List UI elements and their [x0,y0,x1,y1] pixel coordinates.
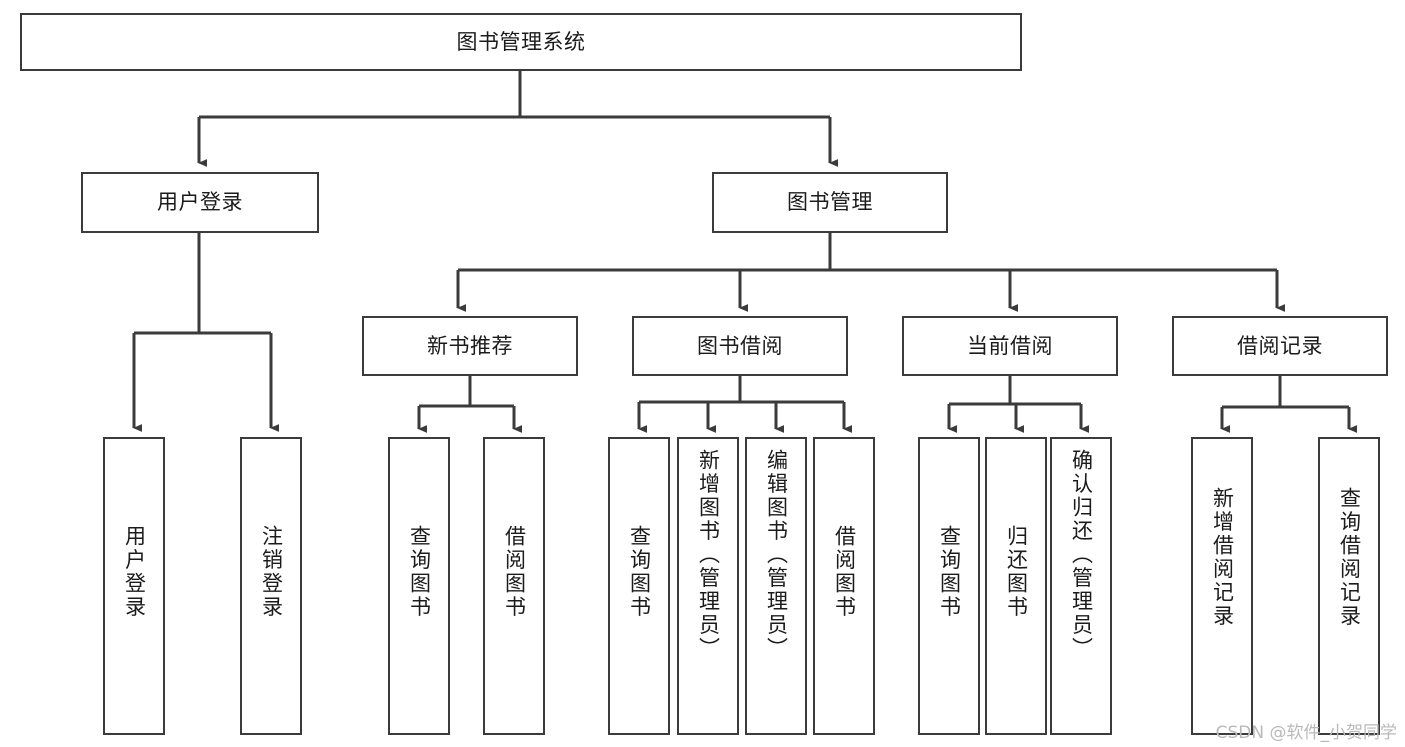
node-label: 查询借阅记录 [1337,487,1362,628]
node-leaf-user-login[interactable]: 用户登录 [103,437,165,735]
node-label: 新增借阅记录 [1210,487,1235,628]
node-new-book-recommend[interactable]: 新书推荐 [362,316,578,376]
node-leaf-query-book-3[interactable]: 查询图书 [918,437,980,735]
node-leaf-add-borrow-record[interactable]: 新增借阅记录 [1191,437,1253,735]
node-label: 图书管理 [787,190,873,215]
node-label: 用户登录 [157,190,243,215]
node-leaf-query-book-1[interactable]: 查询图书 [388,437,450,735]
node-label: 借阅图书 [832,525,857,619]
node-label: 新增图书（管理员） [696,449,721,661]
node-leaf-logout-login[interactable]: 注销登录 [240,437,302,735]
node-book-management-system[interactable]: 图书管理系统 [20,13,1022,71]
node-leaf-edit-book-admin[interactable]: 编辑图书（管理员） [745,437,807,735]
node-leaf-borrow-book-1[interactable]: 借阅图书 [483,437,545,735]
node-label: 查询图书 [407,525,432,619]
node-leaf-borrow-book-2[interactable]: 借阅图书 [813,437,875,735]
node-label: 查询图书 [627,525,652,619]
node-label: 注销登录 [259,525,284,619]
node-borrow-record[interactable]: 借阅记录 [1172,316,1388,376]
node-leaf-query-borrow-record[interactable]: 查询借阅记录 [1318,437,1380,735]
node-label: 确认归还（管理员） [1069,449,1094,661]
node-leaf-return-book[interactable]: 归还图书 [985,437,1047,735]
node-leaf-query-book-2[interactable]: 查询图书 [608,437,670,735]
node-label: 编辑图书（管理员） [764,449,789,661]
node-leaf-add-book-admin[interactable]: 新增图书（管理员） [677,437,739,735]
node-label: 新书推荐 [427,333,513,358]
node-user-login[interactable]: 用户登录 [81,172,319,233]
node-label: 借阅记录 [1237,333,1323,358]
node-label: 借阅图书 [502,525,527,619]
node-label: 图书管理系统 [456,29,586,54]
node-label: 用户登录 [122,525,147,619]
node-label: 查询图书 [937,525,962,619]
node-current-borrow[interactable]: 当前借阅 [902,316,1118,376]
node-book-management[interactable]: 图书管理 [712,172,948,233]
node-label: 图书借阅 [697,333,783,358]
csdn-watermark: CSDN @软件_小贺同学 [1215,723,1397,743]
node-book-borrow[interactable]: 图书借阅 [632,316,848,376]
node-leaf-confirm-return-admin[interactable]: 确认归还（管理员） [1050,437,1112,735]
node-label: 归还图书 [1004,525,1029,619]
node-label: 当前借阅 [967,333,1053,358]
